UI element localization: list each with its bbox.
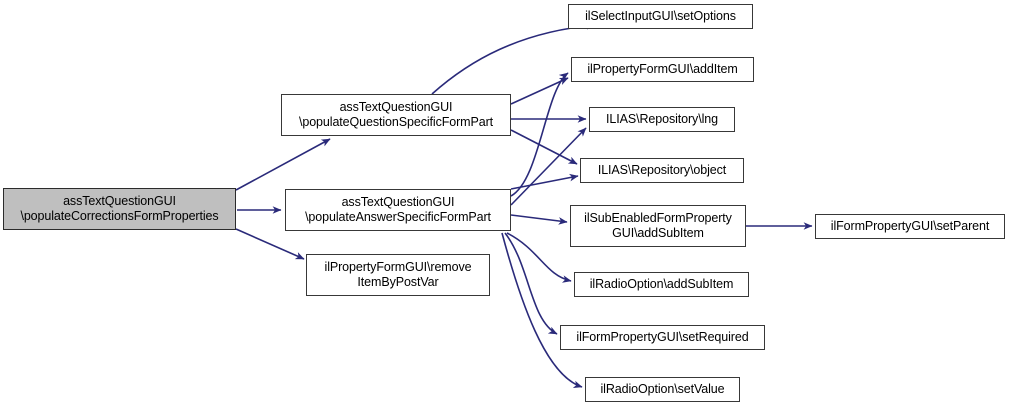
node-label: ilRadioOption\addSubItem bbox=[589, 277, 734, 291]
edge-answer-specific-to-lng bbox=[510, 127, 587, 206]
node-add-item[interactable]: ilPropertyFormGUI\addItem bbox=[571, 57, 754, 82]
node-label: ilFormPropertyGUI\setParent bbox=[830, 219, 990, 233]
node-label: assTextQuestionGUI \populateCorrectionsF… bbox=[20, 194, 219, 223]
node-radio-option-add-sub-item[interactable]: ilRadioOption\addSubItem bbox=[574, 272, 749, 297]
node-repository-lng[interactable]: ILIAS\Repository\lng bbox=[589, 107, 735, 132]
edge-answer-specific-to-add-sub-item bbox=[510, 214, 568, 225]
node-label: ilPropertyFormGUI\addItem bbox=[587, 62, 738, 76]
node-label: assTextQuestionGUI \populateQuestionSpec… bbox=[298, 100, 494, 129]
node-label: assTextQuestionGUI \populateAnswerSpecif… bbox=[305, 195, 491, 224]
node-label: ilSubEnabledFormProperty GUI\addSubItem bbox=[584, 211, 732, 240]
node-repository-object[interactable]: ILIAS\Repository\object bbox=[580, 158, 744, 183]
node-populate-answer-specific-form-part[interactable]: assTextQuestionGUI \populateAnswerSpecif… bbox=[285, 189, 511, 231]
node-set-parent[interactable]: ilFormPropertyGUI\setParent bbox=[815, 214, 1005, 239]
node-populate-question-specific-form-part[interactable]: assTextQuestionGUI \populateQuestionSpec… bbox=[281, 94, 511, 136]
node-sub-enabled-form-property-add-sub-item[interactable]: ilSubEnabledFormProperty GUI\addSubItem bbox=[570, 205, 746, 247]
edge-root-to-remove-item bbox=[235, 228, 305, 260]
node-set-options[interactable]: ilSelectInputGUI\setOptions bbox=[568, 4, 753, 29]
edge-question-specific-to-object bbox=[510, 129, 578, 165]
edge-root-to-question-specific bbox=[235, 138, 331, 191]
node-label: ilSelectInputGUI\setOptions bbox=[585, 9, 736, 23]
edge-answer-specific-to-radio-add-sub-item bbox=[506, 232, 572, 283]
node-radio-option-set-value[interactable]: ilRadioOption\setValue bbox=[585, 377, 740, 402]
node-set-required[interactable]: ilFormPropertyGUI\setRequired bbox=[560, 325, 765, 350]
edge-answer-specific-to-object bbox=[510, 173, 579, 190]
node-label: ilFormPropertyGUI\setRequired bbox=[576, 330, 749, 344]
node-label: ilPropertyFormGUI\remove ItemByPostVar bbox=[324, 260, 472, 289]
node-remove-item-by-post-var[interactable]: ilPropertyFormGUI\remove ItemByPostVar bbox=[306, 254, 490, 296]
edge-answer-specific-to-radio-set-value bbox=[501, 232, 583, 389]
edge-answer-specific-to-add-item bbox=[510, 72, 569, 197]
node-label: ILIAS\Repository\lng bbox=[606, 112, 718, 126]
edge-answer-specific-to-set-required bbox=[504, 232, 558, 335]
node-label: ILIAS\Repository\object bbox=[597, 163, 727, 177]
node-populate-corrections-form-properties[interactable]: assTextQuestionGUI \populateCorrectionsF… bbox=[3, 188, 236, 230]
edge-question-specific-to-add-item bbox=[510, 77, 569, 105]
node-label: ilRadioOption\setValue bbox=[600, 382, 725, 396]
